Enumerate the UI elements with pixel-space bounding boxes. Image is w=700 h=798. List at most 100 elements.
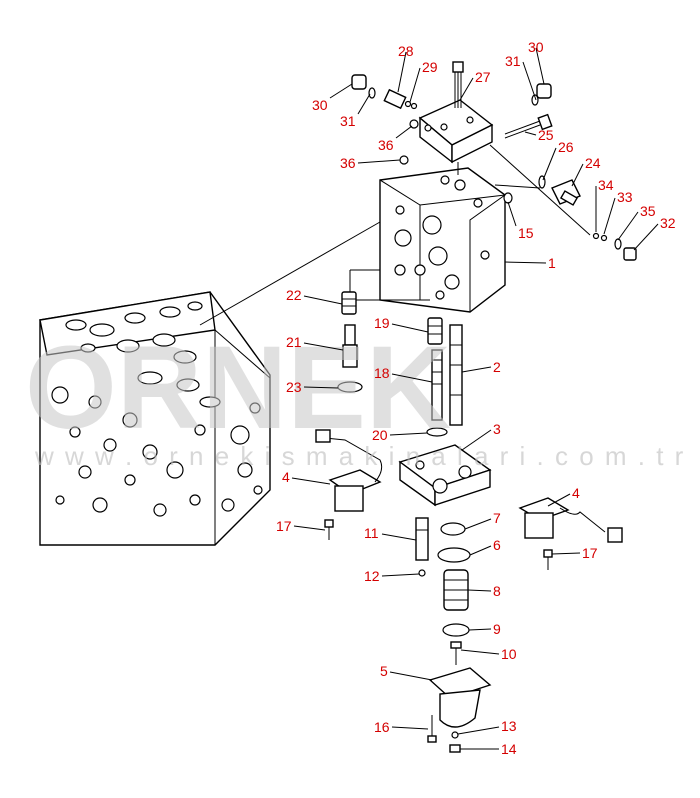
plug-36-lower <box>399 155 409 165</box>
solenoid-4-left <box>315 429 383 512</box>
callout-p7: 7 <box>464 510 501 530</box>
leader-line <box>461 429 492 451</box>
leader-line <box>504 261 547 264</box>
leader-line <box>409 67 421 103</box>
leader-line <box>460 649 500 655</box>
retainer-9 <box>442 623 470 637</box>
spool-18 <box>431 349 443 421</box>
part-number-label: 6 <box>493 537 501 553</box>
callout-p27: 27 <box>459 69 491 101</box>
part-number-label: 7 <box>493 510 501 526</box>
leader-line <box>357 93 371 115</box>
spring-22 <box>341 291 357 315</box>
callout-p10: 10 <box>460 646 517 662</box>
part-number-label: 17 <box>276 518 292 534</box>
leader-line <box>397 51 407 93</box>
callout-p24: 24 <box>571 155 601 187</box>
plug-14 <box>449 744 461 753</box>
leader-line <box>464 518 492 530</box>
leader-line <box>459 77 474 101</box>
leader-line <box>524 131 537 136</box>
lower-cover-3 <box>398 444 492 507</box>
part-number-label: 20 <box>372 427 388 443</box>
valve-section-body <box>379 167 506 313</box>
leader-line <box>395 125 413 139</box>
spring-19 <box>427 317 443 345</box>
callout-p18: 18 <box>374 365 433 383</box>
leader-line <box>391 373 433 383</box>
watermark-brand: ORNEK <box>25 322 451 454</box>
spring-8 <box>443 569 469 611</box>
callout-p9: 9 <box>468 621 501 637</box>
callout-p33: 33 <box>603 189 633 235</box>
leader-line <box>461 366 492 373</box>
leader-line <box>381 573 420 577</box>
leader-line <box>303 295 343 305</box>
part-number-label: 8 <box>493 583 501 599</box>
part-number-label: 31 <box>340 113 356 129</box>
leader-line <box>293 525 326 531</box>
callout-p14: 14 <box>460 741 517 757</box>
o-ring-13 <box>451 731 459 739</box>
part-number-label: 17 <box>582 545 598 561</box>
callout-p26: 26 <box>542 139 574 181</box>
leader-line <box>542 147 557 181</box>
o-ring-6 <box>437 547 471 563</box>
part-number-label: 34 <box>598 177 614 193</box>
callout-p4a: 4 <box>282 469 331 485</box>
spring-33 <box>600 234 608 242</box>
callout-p29: 29 <box>409 59 438 103</box>
part-number-label: 10 <box>501 646 517 662</box>
leader-line <box>551 552 581 555</box>
callout-p13: 13 <box>457 718 517 735</box>
leader-line <box>329 83 353 99</box>
part-number-label: 13 <box>501 718 517 734</box>
callout-p34: 34 <box>595 177 614 232</box>
part-number-label: 23 <box>286 379 302 395</box>
bolt-25 <box>504 113 553 139</box>
callout-p5: 5 <box>380 663 433 681</box>
ball-34 <box>592 232 600 240</box>
bolt-17-left <box>324 519 334 540</box>
part-number-label: 31 <box>505 53 521 69</box>
callout-labels: 2829273130303136252624363433353215122192… <box>276 39 676 757</box>
part-number-label: 18 <box>374 365 390 381</box>
seal-7 <box>440 522 466 536</box>
callout-p30a: 30 <box>528 39 545 85</box>
leader-line <box>457 726 500 735</box>
bolt-16 <box>427 715 437 743</box>
leader-line <box>389 671 433 681</box>
callout-p36a: 36 <box>378 125 413 153</box>
o-ring-23 <box>337 381 363 393</box>
part-number-label: 22 <box>286 287 302 303</box>
part-number-label: 35 <box>640 203 656 219</box>
leader-line <box>617 211 639 241</box>
leader-line <box>507 201 517 227</box>
o-ring-20 <box>426 427 448 437</box>
part-number-label: 3 <box>493 421 501 437</box>
callout-p6: 6 <box>469 537 501 556</box>
leader-line <box>357 159 401 164</box>
callout-p4b: 4 <box>547 485 580 507</box>
part-number-label: 11 <box>364 525 379 541</box>
watermark-site: w w w . o r n e k i s m a k i n a l a r … <box>34 441 685 471</box>
leader-line <box>381 533 417 541</box>
callout-p11: 11 <box>364 525 417 541</box>
callout-p15: 15 <box>507 201 534 241</box>
leader-line <box>522 61 537 101</box>
part-number-label: 30 <box>312 97 328 113</box>
part-number-label: 12 <box>364 568 380 584</box>
callout-p32: 32 <box>633 215 676 251</box>
bolt-17-right <box>543 549 553 570</box>
part-number-label: 25 <box>538 127 554 143</box>
part-number-label: 21 <box>286 334 302 350</box>
part-number-label: 15 <box>518 225 534 241</box>
callout-p2: 2 <box>461 359 501 375</box>
leader-line <box>547 493 571 507</box>
o-ring-12 <box>418 569 426 577</box>
leader-line <box>469 545 492 556</box>
callout-p8: 8 <box>467 583 501 599</box>
o-ring-15 <box>503 192 513 204</box>
